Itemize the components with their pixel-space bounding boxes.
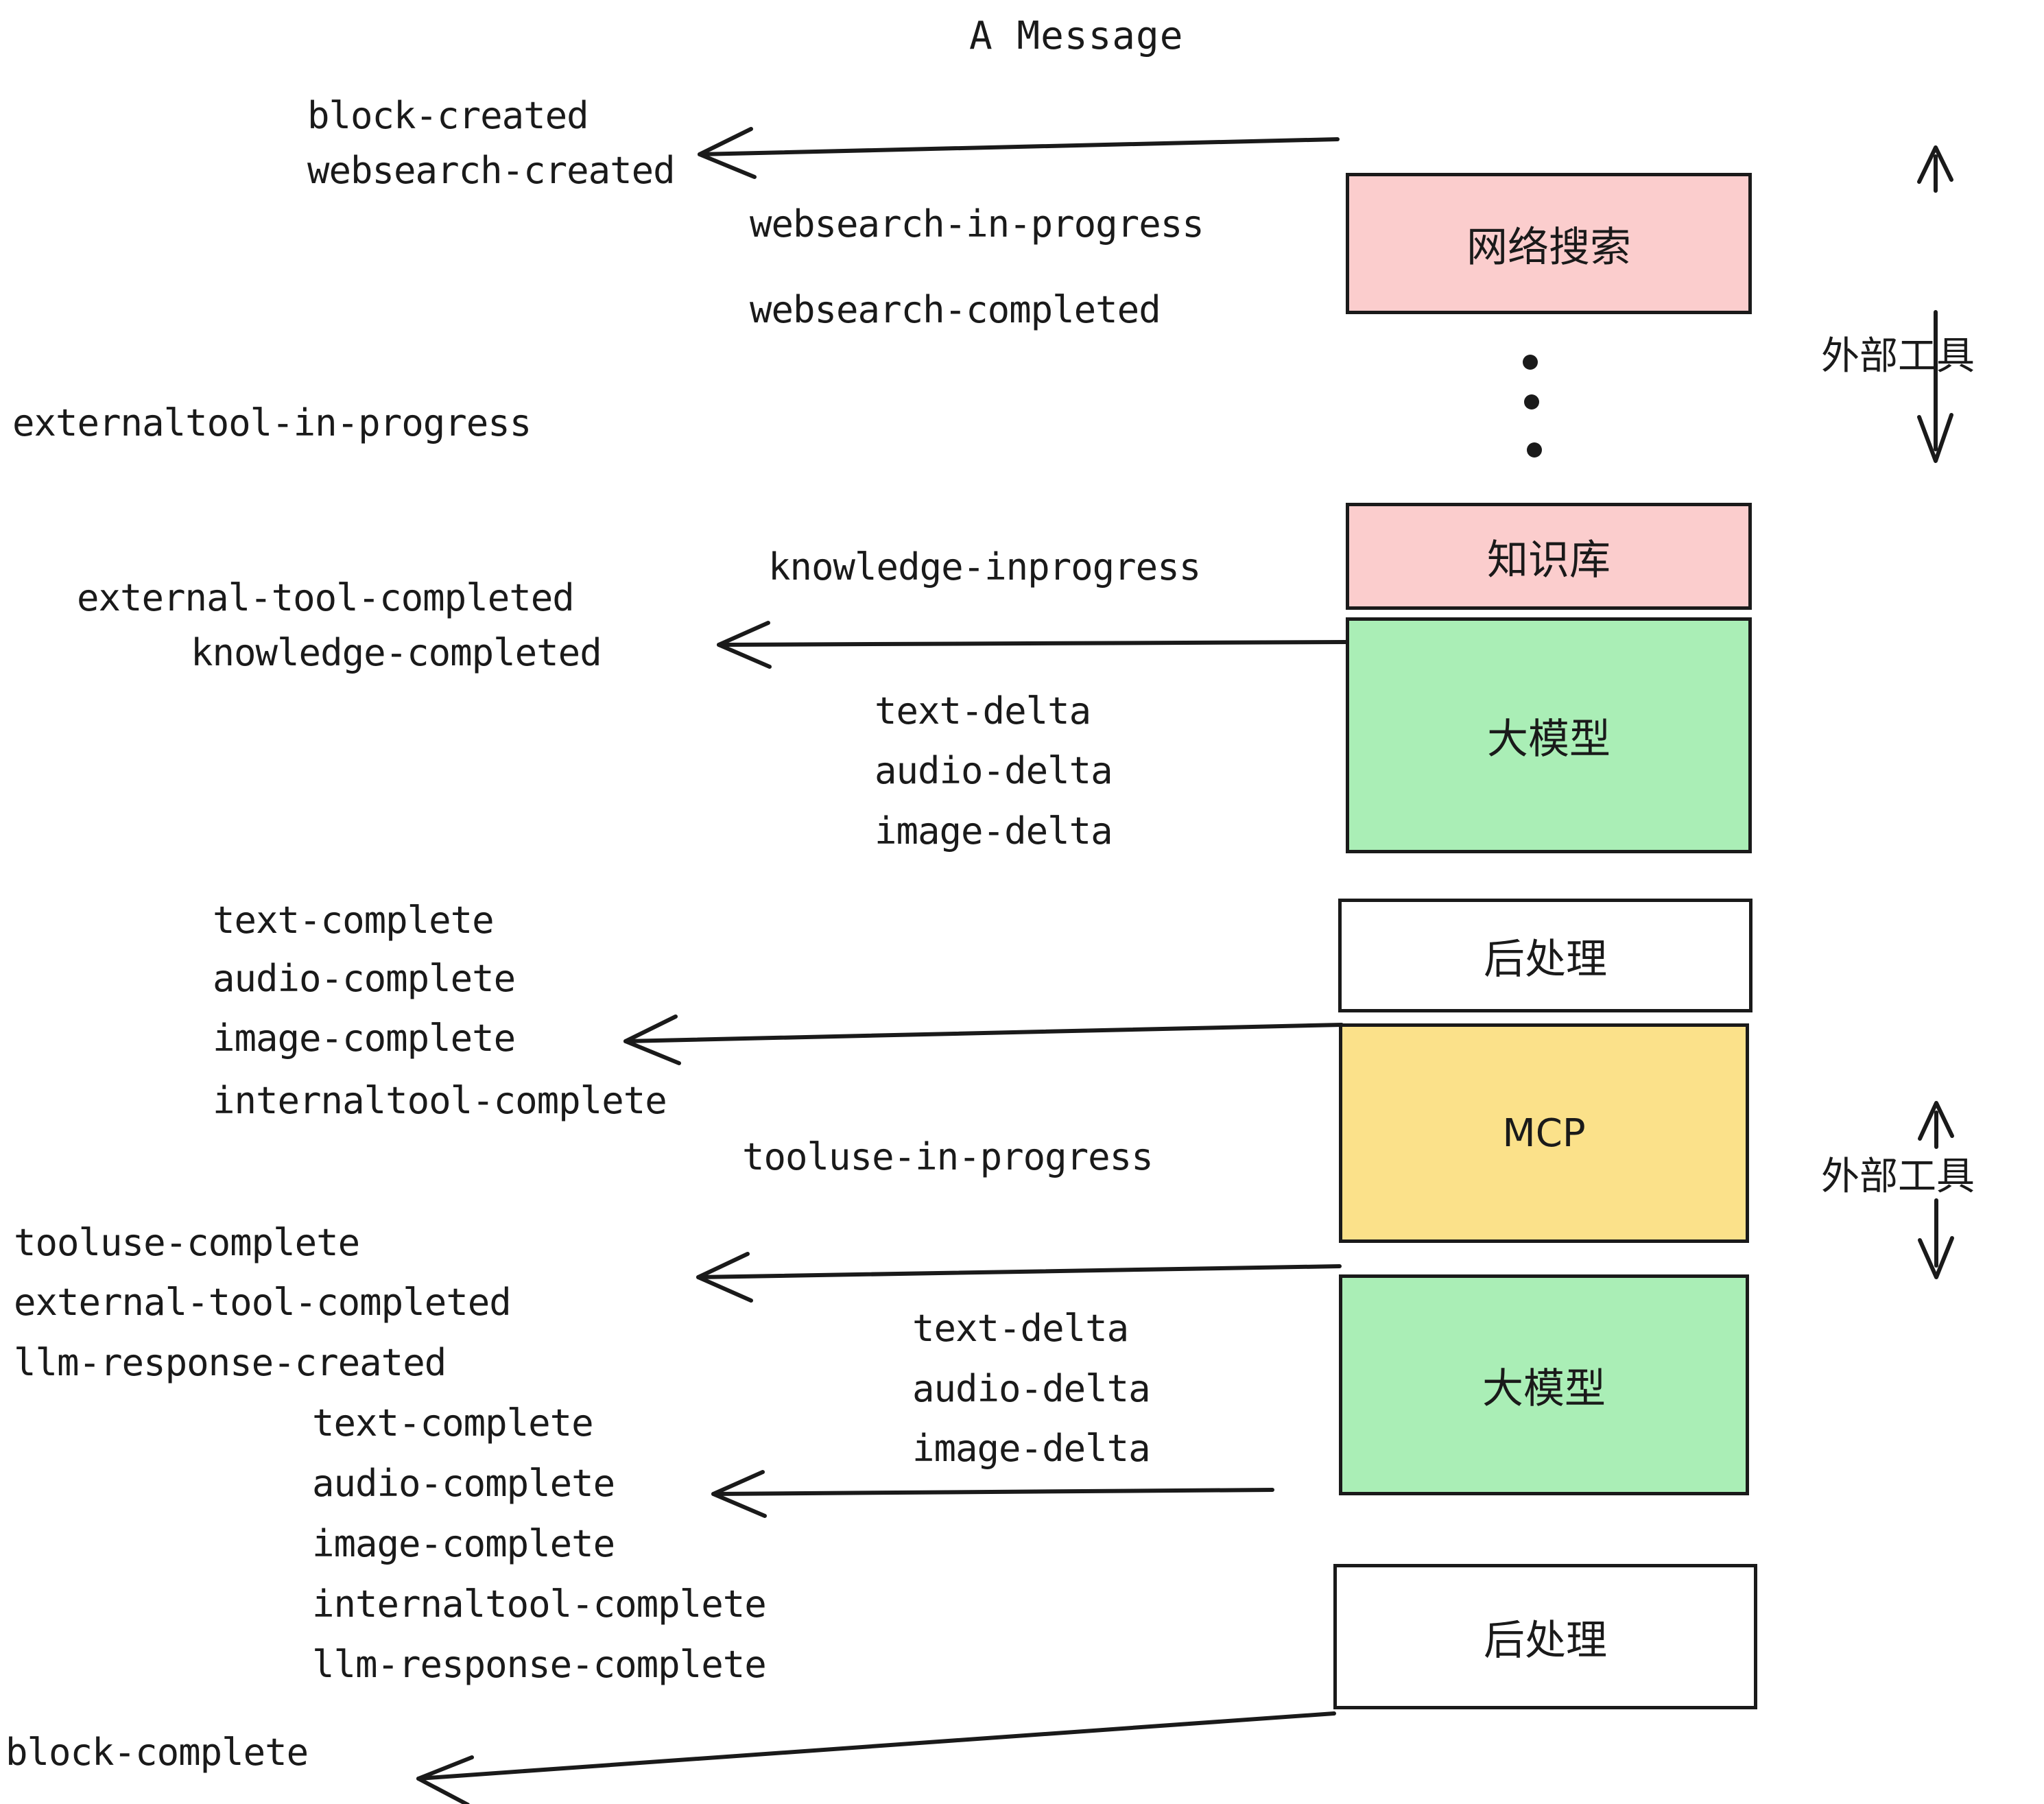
event-audio-complete-2: audio-complete [312, 1462, 615, 1505]
event-text-delta-1: text-delta [875, 689, 1091, 733]
event-block-complete: block-complete [5, 1731, 309, 1774]
box-knowledge[interactable]: 知识库 [1346, 503, 1752, 610]
event-external-tool-completed-1: external-tool-completed [77, 576, 575, 619]
event-audio-delta-1: audio-delta [875, 749, 1113, 792]
event-externaltool-in-progress: externaltool-in-progress [12, 401, 532, 444]
box-postprocess-bottom[interactable]: 后处理 [1333, 1564, 1757, 1709]
event-image-complete-1: image-complete [213, 1017, 516, 1060]
event-tooluse-in-progress: tooluse-in-progress [742, 1135, 1154, 1178]
box-postprocess-top[interactable]: 后处理 [1338, 899, 1752, 1012]
event-audio-complete-1: audio-complete [213, 957, 516, 1000]
event-knowledge-completed: knowledge-completed [191, 631, 602, 674]
diagram-title: A Message [969, 14, 1184, 58]
external-tool-label-top: 外部工具 [1821, 334, 1975, 379]
event-text-complete-1: text-complete [213, 899, 495, 942]
box-llm-top-label: 大模型 [1487, 715, 1611, 763]
event-websearch-in-progress: websearch-in-progress [750, 202, 1204, 246]
event-tooluse-complete: tooluse-complete [14, 1221, 360, 1264]
arrow-websearch-to-block-created [698, 127, 1340, 179]
ellipsis-dot-3 [1527, 442, 1542, 458]
arrow-mcp-to-tooluse-complete [696, 1252, 1342, 1303]
event-block-created: block-created [307, 94, 589, 137]
event-knowledge-inprogress: knowledge-inprogress [768, 545, 1201, 589]
arrow-llm-to-audio-complete [711, 1470, 1274, 1518]
box-knowledge-label: 知识库 [1487, 536, 1611, 584]
event-image-delta-2: image-delta [912, 1427, 1151, 1470]
box-llm-bottom[interactable]: 大模型 [1339, 1274, 1749, 1495]
box-mcp-label: MCP [1502, 1111, 1586, 1156]
box-websearch[interactable]: 网络搜索 [1346, 173, 1752, 314]
arrow-knowledge-to-knowledge-completed [717, 621, 1348, 669]
arrow-postprocess-to-block-complete [416, 1711, 1336, 1804]
box-postprocess-bottom-label: 后处理 [1484, 1616, 1607, 1665]
box-mcp[interactable]: MCP [1339, 1023, 1749, 1243]
event-llm-response-complete: llm-response-complete [312, 1643, 767, 1686]
box-llm-top[interactable]: 大模型 [1346, 617, 1752, 853]
box-llm-bottom-label: 大模型 [1482, 1364, 1606, 1413]
event-websearch-created: websearch-created [307, 149, 676, 192]
ellipsis-dot-1 [1523, 355, 1538, 370]
event-internaltool-complete-1: internaltool-complete [213, 1079, 667, 1122]
box-websearch-label: 网络搜索 [1466, 223, 1631, 272]
event-text-delta-2: text-delta [912, 1307, 1129, 1350]
ellipsis-dot-2 [1524, 394, 1539, 410]
event-image-complete-2: image-complete [312, 1522, 615, 1565]
event-audio-delta-2: audio-delta [912, 1367, 1151, 1410]
external-tool-label-bottom: 外部工具 [1821, 1154, 1975, 1199]
arrow-postprocess-to-image-complete [623, 1014, 1344, 1065]
event-external-tool-completed-2: external-tool-completed [14, 1281, 512, 1324]
external-tool-range-top [1917, 145, 1953, 463]
event-llm-response-created: llm-response-created [14, 1341, 447, 1384]
event-image-delta-1: image-delta [875, 809, 1113, 853]
event-internaltool-complete-2: internaltool-complete [312, 1582, 767, 1626]
event-websearch-completed: websearch-completed [750, 288, 1161, 331]
event-text-complete-2: text-complete [312, 1401, 594, 1445]
box-postprocess-top-label: 后处理 [1484, 935, 1607, 984]
